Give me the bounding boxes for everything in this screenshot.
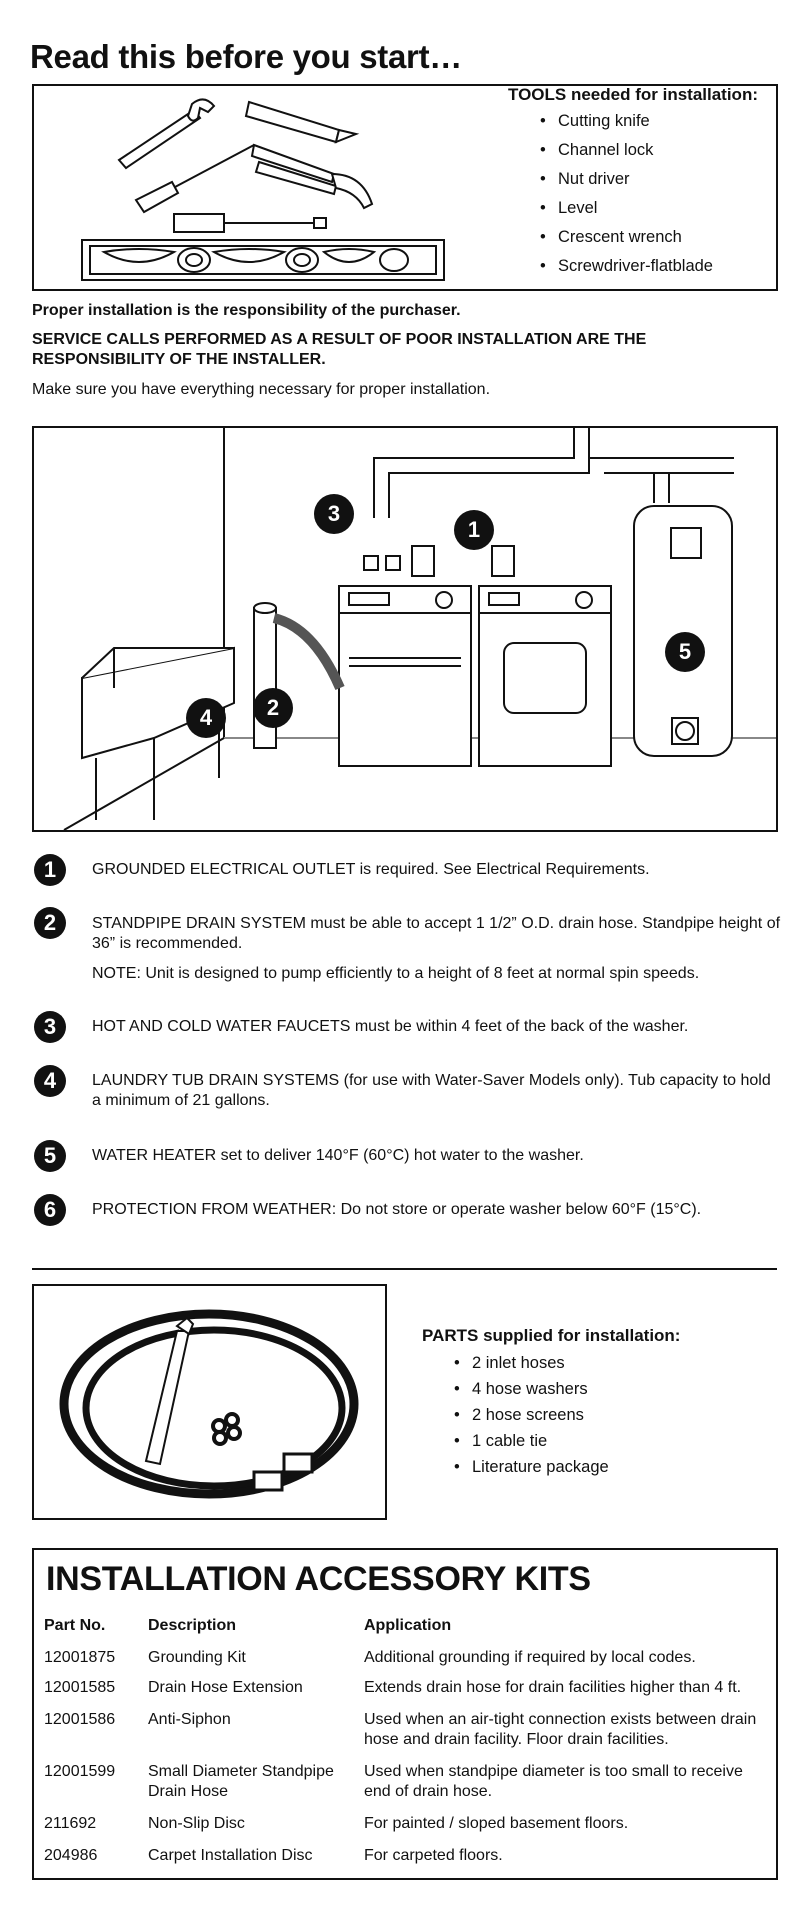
requirement-text: LAUNDRY TUB DRAIN SYSTEMS (for use with … [92,1072,771,1109]
section-divider [32,1268,777,1270]
list-item: Cutting knife [540,112,758,141]
table-cell-desc: Grounding Kit [148,1649,246,1666]
table-cell-app: Used when an air-tight connection exists… [364,1711,757,1748]
list-item: Crescent wrench [540,228,758,257]
requirement-number: 5 [34,1140,66,1172]
parts-image-box [32,1284,387,1520]
table-cell-desc: Small Diameter Standpipe Drain Hose [148,1763,334,1800]
hose-illustration [59,1309,359,1499]
requirement-text: GROUNDED ELECTRICAL OUTLET is required. … [92,861,650,878]
list-item: 4 hose washers [454,1380,680,1406]
responsibility-notice: Proper installation is the responsibilit… [32,302,461,319]
table-cell-desc: Non-Slip Disc [148,1815,245,1832]
list-item: Channel lock [540,141,758,170]
tools-list-block: TOOLS needed for installation: Cutting k… [508,78,758,286]
table-cell-app: Additional grounding if required by loca… [364,1649,696,1666]
table-cell-app: Extends drain hose for drain facilities … [364,1679,742,1696]
table-cell-part: 211692 [44,1815,97,1832]
parts-list: 2 inlet hoses 4 hose washers 2 hose scre… [454,1354,680,1484]
column-header-application: Application [364,1617,452,1634]
list-item: Level [540,199,758,228]
table-cell-part: 12001875 [44,1649,116,1666]
diagram-marker-2: 2 [253,688,293,728]
table-cell-desc: Carpet Installation Disc [148,1847,313,1864]
requirement-text: STANDPIPE DRAIN SYSTEM must be able to a… [92,915,781,952]
column-header-description: Description [148,1617,237,1634]
diagram-marker-3: 3 [314,494,354,534]
service-calls-notice: SERVICE CALLS PERFORMED AS A RESULT OF P… [32,331,647,368]
tools-illustration [81,98,445,281]
make-sure-text: Make sure you have everything necessary … [32,381,491,398]
parts-list-block: PARTS supplied for installation: 2 inlet… [422,1326,680,1484]
requirement-text: HOT AND COLD WATER FAUCETS must be withi… [92,1018,689,1035]
kits-title: INSTALLATION ACCESSORY KITS [46,1560,591,1598]
table-cell-desc: Drain Hose Extension [148,1679,303,1696]
table-cell-app: Used when standpipe diameter is too smal… [364,1763,743,1800]
table-cell-part: 204986 [44,1847,98,1864]
requirement-text: PROTECTION FROM WEATHER: Do not store or… [92,1201,702,1218]
diagram-marker-5: 5 [665,632,705,672]
list-item: Screwdriver-flatblade [540,257,758,286]
laundry-illustration [63,428,776,830]
tools-box: TOOLS needed for installation: Cutting k… [32,84,778,291]
table-cell-app: For carpeted floors. [364,1847,503,1864]
requirement-number: 3 [34,1011,66,1043]
requirement-text: WATER HEATER set to deliver 140°F (60°C)… [92,1147,584,1164]
page-title: Read this before you start… [30,38,462,75]
tools-list: Cutting knife Channel lock Nut driver Le… [540,112,758,286]
diagram-marker-4: 4 [186,698,226,738]
table-cell-app: For painted / sloped basement floors. [364,1815,629,1832]
column-header-part-no: Part No. [44,1617,106,1634]
list-item: 2 hose screens [454,1406,680,1432]
tools-heading: TOOLS needed for installation: [508,85,758,104]
list-item: 2 inlet hoses [454,1354,680,1380]
requirement-number: 4 [34,1065,66,1097]
parts-heading: PARTS supplied for installation: [422,1326,681,1345]
requirement-note: NOTE: Unit is designed to pump efficient… [92,965,700,982]
requirement-number: 6 [34,1194,66,1226]
requirement-number: 2 [34,907,66,939]
requirement-number: 1 [34,854,66,886]
table-cell-part: 12001586 [44,1711,116,1728]
accessory-kits-box: INSTALLATION ACCESSORY KITS Part No. Des… [32,1548,778,1880]
table-cell-part: 12001585 [44,1679,116,1696]
diagram-marker-1: 1 [454,510,494,550]
list-item: 1 cable tie [454,1432,680,1458]
table-cell-part: 12001599 [44,1763,116,1780]
list-item: Literature package [454,1458,680,1484]
laundry-diagram: 1 2 3 4 5 [32,426,778,832]
list-item: Nut driver [540,170,758,199]
table-cell-desc: Anti-Siphon [148,1711,231,1728]
